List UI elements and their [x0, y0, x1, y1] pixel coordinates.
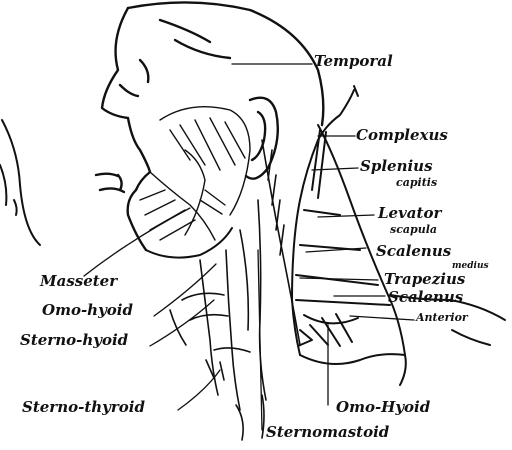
label-levator-scapula: scapula	[390, 224, 437, 235]
label-splenius-capitis: capitis	[396, 177, 437, 188]
label-trapezius: Trapezius	[384, 272, 465, 287]
label-omo-hyoid-left: Omo-hyoid	[42, 303, 133, 318]
label-scalenus-medius: Scalenus	[376, 244, 451, 259]
label-scalenus-anterior: Scalenus	[388, 290, 463, 305]
jaw	[146, 228, 232, 258]
ear	[246, 98, 278, 179]
label-masseter: Masseter	[40, 274, 117, 289]
label-sterno-thyroid: Sterno-thyroid	[22, 400, 145, 415]
face-muscles	[140, 107, 250, 240]
label-omo-hyoid-right: Omo-Hyoid	[336, 400, 430, 415]
label-anterior: Anterior	[416, 312, 468, 323]
label-splenius: Splenius	[360, 159, 433, 174]
label-levator: Levator	[378, 206, 441, 221]
label-sterno-hyoid: Sterno-hyoid	[20, 333, 128, 348]
label-complexus: Complexus	[356, 128, 448, 143]
label-sternomastoid: Sternomastoid	[266, 425, 389, 440]
leader-lines	[84, 64, 414, 430]
head-outline	[96, 2, 323, 250]
left-partial-figure	[0, 120, 40, 245]
label-temporal: Temporal	[314, 54, 393, 69]
neck-front	[170, 200, 266, 440]
